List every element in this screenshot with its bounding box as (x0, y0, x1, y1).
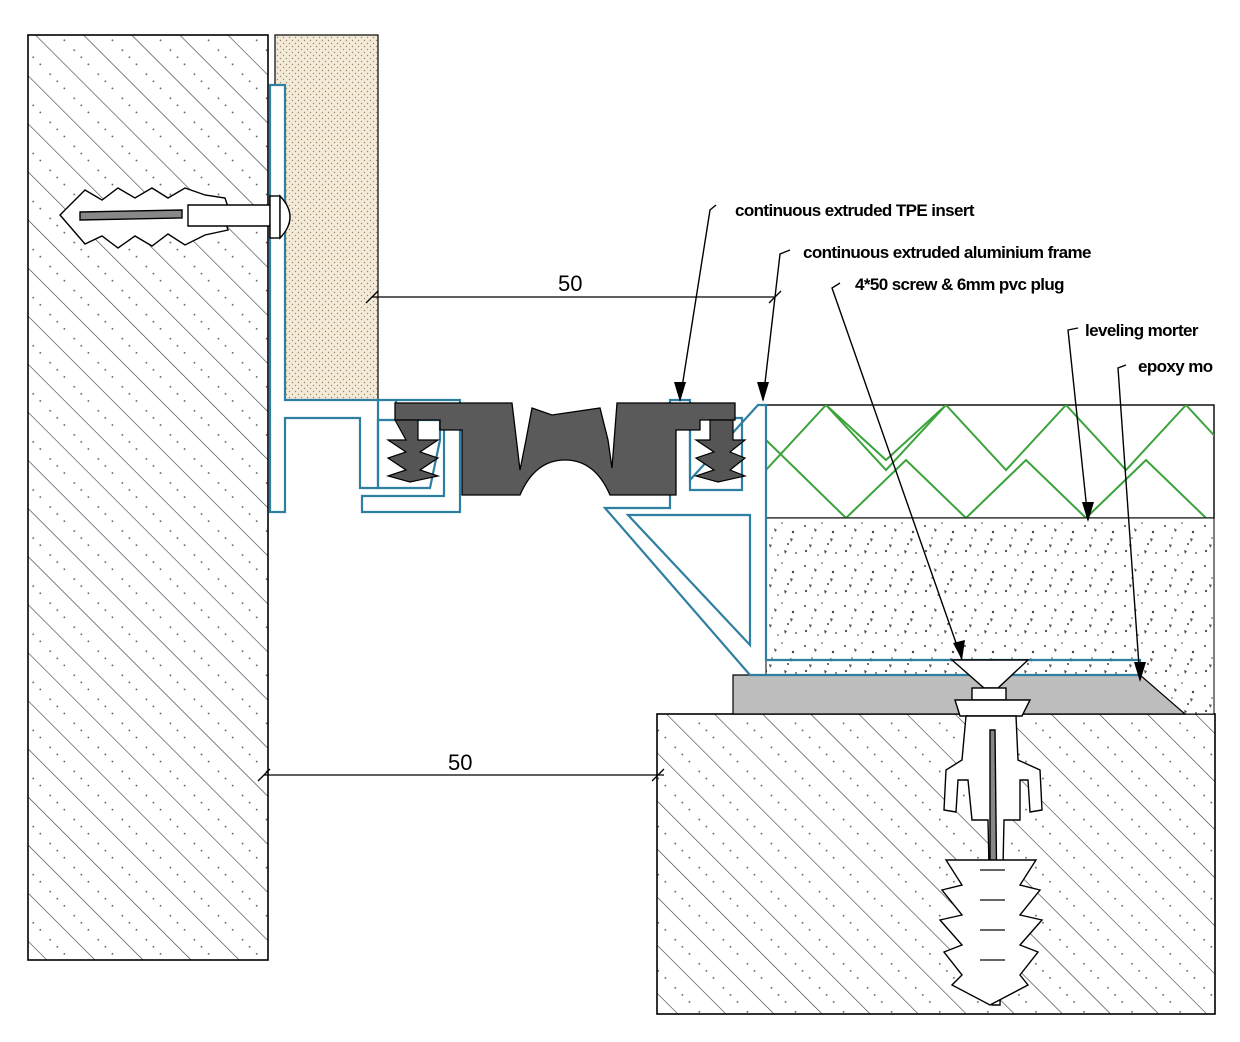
leader-lines (674, 204, 1146, 682)
label-screw-plug: 4*50 screw & 6mm pvc plug (855, 275, 1064, 294)
label-leveling-mortar: leveling morter (1085, 321, 1199, 340)
floor-anchor-screw (938, 659, 1044, 1006)
tpe-insert (385, 402, 748, 496)
wall-anchor-plug (59, 187, 291, 249)
floor-tile-layer (765, 404, 1215, 519)
wall-plaster-layer (274, 34, 379, 404)
left-wall-concrete (27, 34, 269, 961)
floor-slab-concrete (656, 713, 1216, 1015)
dimension-bottom-value: 50 (448, 750, 472, 775)
label-tpe-insert: continuous extruded TPE insert (735, 201, 975, 220)
dimension-top-value: 50 (558, 271, 582, 296)
label-aluminium-frame: continuous extruded aluminium frame (803, 243, 1091, 262)
dimension-top: 50 (365, 271, 782, 304)
label-epoxy-mortar: epoxy mo (1138, 357, 1213, 376)
dimension-bottom: 50 (257, 750, 665, 782)
